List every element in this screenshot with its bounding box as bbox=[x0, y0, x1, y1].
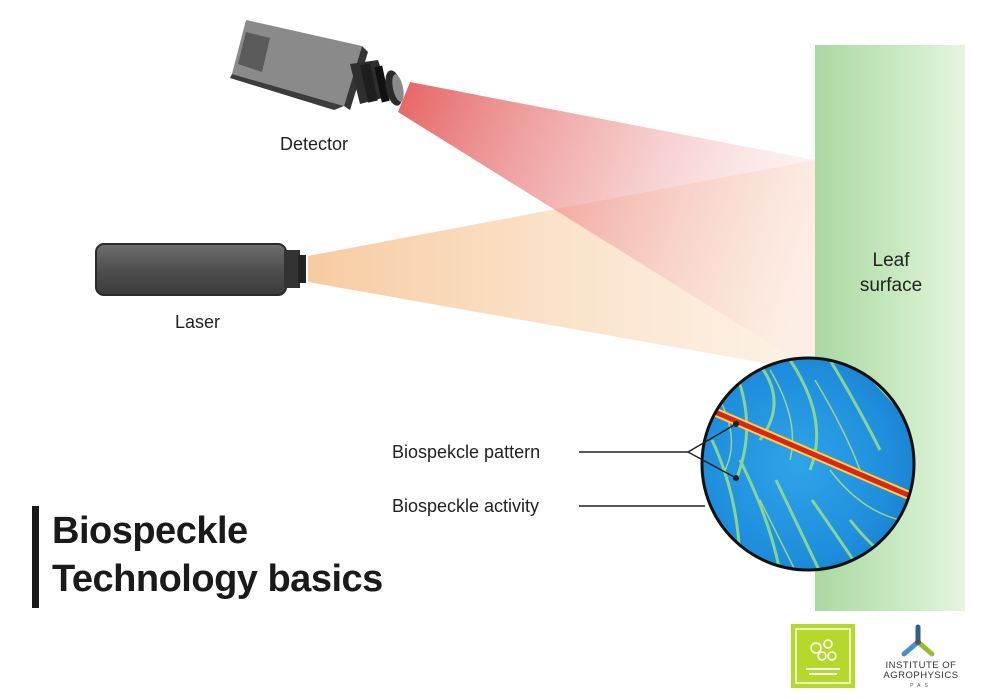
detector-label: Detector bbox=[280, 134, 349, 154]
biospeckle-pattern-label: Biospekcle pattern bbox=[392, 442, 541, 462]
pointer-lines bbox=[579, 423, 737, 507]
page-title-line2: Technology basics bbox=[52, 558, 383, 600]
leaf-surface-label: Leaf surface bbox=[816, 248, 966, 298]
leaf-label-line2: surface bbox=[859, 275, 923, 296]
detector-beam bbox=[398, 82, 815, 372]
laser-icon bbox=[95, 243, 306, 296]
institute-line1: INSTITUTE OF bbox=[885, 660, 957, 671]
leaf-label-line1: Leaf bbox=[872, 250, 910, 271]
biospeckle-activity-label: Biospeckle activity bbox=[392, 496, 540, 516]
institute-name: INSTITUTE OF AGROPHYSICS bbox=[868, 661, 974, 681]
lab-logo bbox=[791, 624, 855, 688]
laser-label: Laser bbox=[175, 312, 221, 332]
institute-pas: PAS bbox=[910, 683, 932, 689]
detector-icon bbox=[230, 20, 404, 110]
biospeckle-circle bbox=[702, 358, 914, 570]
title-accent-bar bbox=[32, 506, 39, 608]
institute-line2: AGROPHYSICS bbox=[883, 670, 959, 681]
page-title-line1: Biospeckle bbox=[52, 510, 248, 552]
institute-logo-icon bbox=[901, 624, 935, 657]
